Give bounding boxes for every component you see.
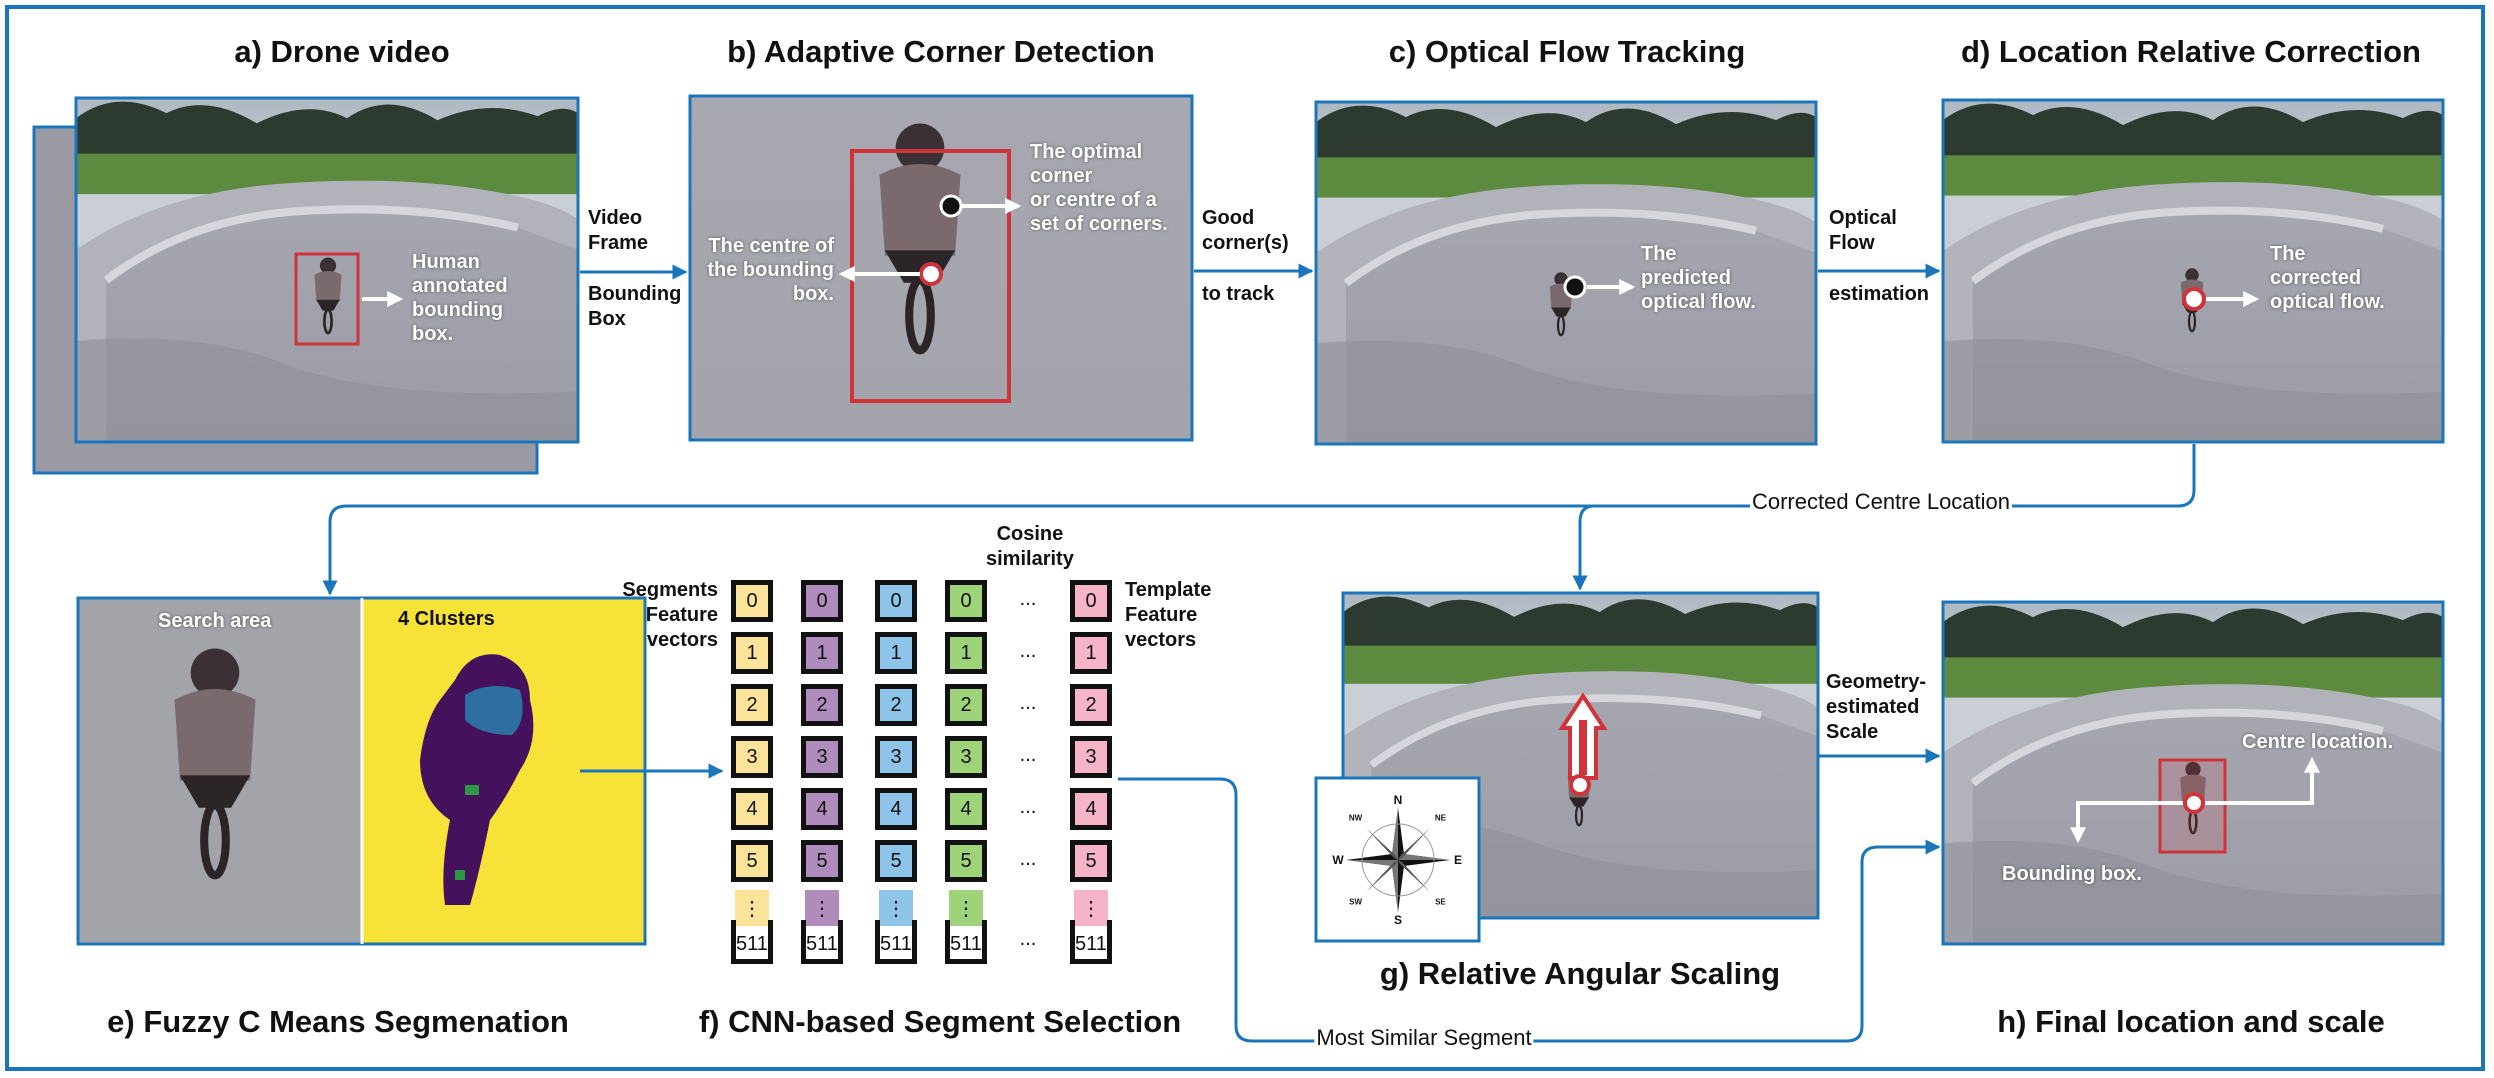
annotation-optimal-corner: The optimal corner or centre of a set of… (1030, 141, 1168, 235)
compass-label-w: W (1332, 853, 1344, 867)
segment-vector-4-cell: 1 (945, 632, 987, 674)
segment-vector-3-cell: 5 (875, 840, 917, 882)
segment-vector-2-cell: 3 (801, 736, 843, 778)
segment-vector-1-cell: 1 (731, 632, 773, 674)
segment-vector-2-cell: 1 (801, 632, 843, 674)
segment-vector-2-cell: 0 (801, 580, 843, 622)
label-centre-location: Centre location. (2242, 731, 2394, 753)
template-vector-cell: 511 (1070, 920, 1112, 964)
ellipsis-cell: ... (1019, 796, 1037, 818)
panel-e-title: e) Fuzzy C Means Segmenation (107, 1004, 569, 1039)
segment-vector-4-cell: 3 (945, 736, 987, 778)
diagram-frame (5, 5, 2485, 1071)
arrow-d-to-g (1572, 504, 1595, 591)
panel-a-title: a) Drone video (234, 34, 450, 69)
segment-vector-2-cell: 2 (801, 684, 843, 726)
panel-c-image (1314, 100, 1818, 446)
panel-a-image (32, 96, 580, 475)
label-segments-feature-vectors: Segments Feature vectors (622, 579, 718, 651)
panel-g-title: g) Relative Angular Scaling (1379, 956, 1781, 991)
compass-label-n: N (1393, 793, 1403, 807)
template-vector-cell: 5 (1070, 840, 1112, 882)
segment-vector-1-cell: 5 (731, 840, 773, 882)
label-optical-flow: Optical Flow (1829, 207, 1897, 254)
annotation-corrected-flow: The corrected optical flow. (2270, 243, 2385, 313)
panel-b-image (688, 94, 1194, 442)
label-bounding-box-input: Bounding Box (588, 283, 682, 330)
annotation-predicted-flow: The predicted optical flow. (1641, 243, 1756, 313)
template-vector-cell: 0 (1070, 580, 1112, 622)
compass-label-sw: SW (1349, 897, 1363, 907)
segment-vector-1-cell: 511 (731, 920, 773, 964)
segment-vector-3-cell: 0 (875, 580, 917, 622)
segment-vector-4-cell: 4 (945, 788, 987, 830)
compass-label-e: E (1453, 853, 1463, 867)
panel-c-title: c) Optical Flow Tracking (1388, 34, 1746, 69)
segment-vector-4-cell: ⋮ (949, 890, 983, 926)
label-video-frame: Video Frame (588, 207, 649, 254)
label-4-clusters: 4 Clusters (398, 608, 495, 630)
ellipsis-cell: ... (1019, 848, 1037, 870)
segment-vector-1-cell: 0 (731, 580, 773, 622)
template-vector-cell: 1 (1070, 632, 1112, 674)
segment-vector-2-cell: 4 (801, 788, 843, 830)
connectors (322, 263, 2196, 1043)
segment-vector-3-cell: 511 (875, 920, 917, 964)
compass-label-se: SE (1435, 897, 1446, 907)
panel-h-title: h) Final location and scale (1997, 1004, 2385, 1039)
label-template-feature-vectors: Template Feature vectors (1125, 579, 1212, 651)
segment-vector-3-cell: 3 (875, 736, 917, 778)
ellipsis-cell: ... (1019, 588, 1037, 610)
template-vector-cell: 4 (1070, 788, 1112, 830)
segment-vector-4-cell: 5 (945, 840, 987, 882)
label-most-similar: Most Similar Segment (1314, 1025, 1534, 1051)
template-vector-cell: 3 (1070, 736, 1112, 778)
segment-vector-4-cell: 511 (945, 920, 987, 964)
label-good-corners: Good corner(s) (1202, 207, 1289, 254)
label-geometry-scale: Geometry- estimated Scale (1826, 671, 1927, 743)
ellipsis-cell: ... (1019, 744, 1037, 766)
arrow-f-to-h (1118, 777, 1941, 1043)
segment-vector-3-cell: 4 (875, 788, 917, 830)
segment-vector-3-cell: 1 (875, 632, 917, 674)
label-corrected-centre: Corrected Centre Location (1749, 489, 2013, 515)
annotation-bbox-centre: The centre of the bounding box. (707, 235, 834, 305)
segment-vector-2-cell: 5 (801, 840, 843, 882)
segment-vector-1-cell: 3 (731, 736, 773, 778)
compass-label-nw: NW (1348, 813, 1363, 823)
label-estimation: estimation (1829, 283, 1930, 305)
panel-d-title: d) Location Relative Correction (1961, 34, 2421, 69)
label-cosine-similarity: Cosine similarity (986, 523, 1074, 570)
compass-label-s: S (1393, 913, 1403, 927)
segment-vector-4-cell: 0 (945, 580, 987, 622)
label-to-track: to track (1202, 283, 1275, 305)
panel-d-image (1941, 98, 2445, 444)
segment-vector-2-cell: ⋮ (805, 890, 839, 926)
segment-vector-1-cell: 2 (731, 684, 773, 726)
segment-vector-3-cell: 2 (875, 684, 917, 726)
annotation-human-bbox: Human annotated bounding box. (412, 251, 508, 345)
segment-vector-2-cell: 511 (801, 920, 843, 964)
segment-vector-4-cell: 2 (945, 684, 987, 726)
panel-g-image (1314, 591, 1820, 943)
template-vector-cell: 2 (1070, 684, 1112, 726)
template-vector-cell: ⋮ (1074, 890, 1108, 926)
compass-label-ne: NE (1434, 813, 1446, 823)
panel-h-image (1941, 600, 2445, 946)
panel-e-image (76, 596, 647, 946)
segment-vector-1-cell: ⋮ (735, 890, 769, 926)
arrow-d-to-e (322, 444, 2196, 596)
panel-f-title: f) CNN-based Segment Selection (698, 1004, 1182, 1039)
ellipsis-cell: ... (1019, 928, 1037, 950)
segment-vector-3-cell: ⋮ (879, 890, 913, 926)
segment-vector-1-cell: 4 (731, 788, 773, 830)
label-search-area: Search area (158, 610, 272, 632)
label-bounding-box: Bounding box. (2002, 863, 2142, 885)
ellipsis-cell: ... (1019, 640, 1037, 662)
panel-b-title: b) Adaptive Corner Detection (727, 34, 1155, 69)
ellipsis-cell: ... (1019, 692, 1037, 714)
